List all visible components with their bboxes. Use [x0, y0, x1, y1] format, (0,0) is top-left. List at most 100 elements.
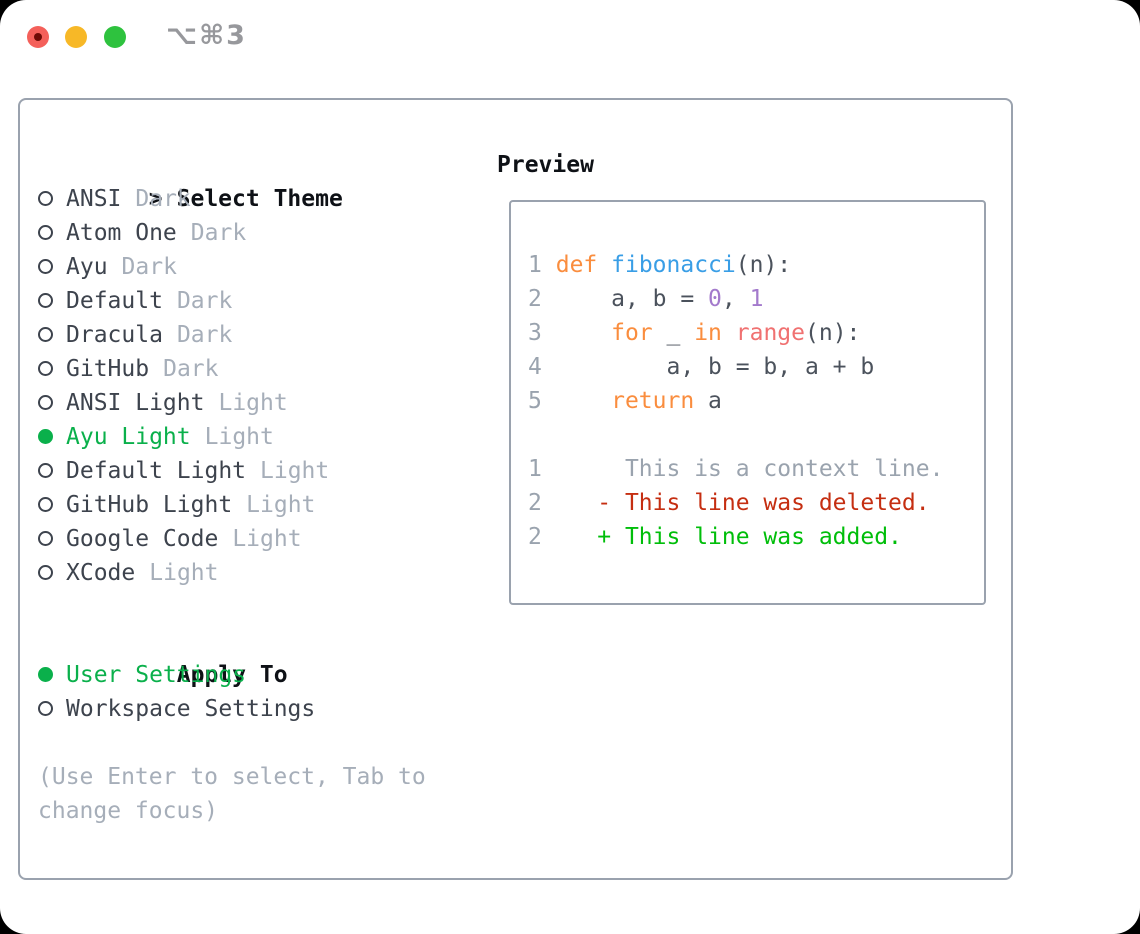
theme-option-dracula-dark[interactable]: Dracula Dark — [38, 318, 426, 352]
theme-option-xcode-light[interactable]: XCode Light — [38, 556, 426, 590]
theme-option-github-light-light[interactable]: GitHub Light Light — [38, 488, 426, 522]
code-line: 1 This is a context line. — [528, 452, 943, 486]
theme-name: Default — [66, 288, 163, 314]
theme-name: XCode — [66, 560, 136, 586]
radio-circle-icon — [38, 191, 53, 206]
theme-variant: Dark — [190, 220, 247, 246]
theme-name: Default Light — [66, 458, 247, 484]
code-token: , — [721, 286, 750, 312]
theme-name: ANSI — [66, 186, 122, 212]
theme-name: Atom One — [66, 220, 177, 246]
apply-option-label: Workspace Settings — [66, 696, 316, 722]
select-theme-label: Select Theme — [176, 186, 343, 212]
theme-variant: Dark — [176, 288, 233, 314]
theme-name: GitHub Light — [66, 492, 233, 518]
theme-option-google-code-light[interactable]: Google Code Light — [38, 522, 426, 556]
code-token: (n): — [735, 252, 792, 278]
code-line: 2 a, b = 0, 1 — [528, 282, 943, 316]
code-token: 1 — [749, 286, 764, 312]
line-number: 2 — [528, 286, 542, 312]
radio-circle-icon — [38, 701, 53, 716]
select-theme-header: > Select Theme — [38, 148, 426, 212]
theme-variant: Dark — [135, 186, 191, 212]
theme-name: Google Code — [66, 526, 219, 552]
code-token: a — [694, 388, 722, 414]
spacer — [38, 726, 426, 760]
theme-option-ayu-dark[interactable]: Ayu Dark — [38, 250, 426, 284]
minimize-button[interactable] — [65, 26, 87, 48]
theme-name: Dracula — [66, 322, 163, 348]
theme-variant: Dark — [176, 322, 233, 348]
code-token: range — [735, 320, 806, 346]
theme-option-default-dark[interactable]: Default Dark — [38, 284, 426, 318]
theme-variant: Dark — [121, 254, 177, 280]
code-token: a, b = — [555, 286, 709, 312]
radio-circle-icon — [38, 497, 53, 512]
window-title: ⌥⌘3 — [166, 20, 247, 51]
radio-circle-icon — [38, 429, 53, 444]
radio-circle-icon — [38, 395, 53, 410]
theme-variant: Light — [232, 526, 302, 552]
theme-option-ansi-dark[interactable]: ANSI Dark — [38, 182, 426, 216]
line-number: 1 — [528, 252, 542, 278]
code-line: 5 return a — [528, 384, 943, 418]
radio-circle-icon — [38, 531, 53, 546]
code-line: 2 - This line was deleted. — [528, 486, 943, 520]
radio-circle-icon — [38, 225, 53, 240]
code-token: + This line was added. — [555, 524, 902, 550]
code-line: 4 a, b = b, a + b — [528, 350, 943, 384]
zoom-button[interactable] — [104, 26, 126, 48]
line-number: 2 — [528, 490, 542, 516]
close-button[interactable] — [27, 26, 49, 48]
theme-variant: Light — [149, 560, 219, 586]
theme-variant: Light — [204, 424, 274, 450]
line-number: 5 — [528, 388, 542, 414]
theme-variant: Light — [260, 458, 330, 484]
spacer — [38, 590, 426, 624]
prompt-caret-icon: > — [148, 186, 163, 212]
theme-option-ansi-light-light[interactable]: ANSI Light Light — [38, 386, 426, 420]
preview-label: Preview — [497, 152, 594, 178]
radio-circle-icon — [38, 463, 53, 478]
code-token: 0 — [708, 286, 722, 312]
line-number: 1 — [528, 456, 542, 482]
theme-name: ANSI Light — [66, 390, 205, 416]
line-number: 3 — [528, 320, 542, 346]
code-token — [722, 320, 736, 346]
apply-option-user-settings[interactable]: User Settings — [38, 658, 426, 692]
theme-name: Ayu — [66, 254, 108, 280]
theme-variant: Light — [218, 390, 288, 416]
code-token: for — [611, 320, 653, 346]
code-token: (n): — [805, 320, 861, 346]
hint-line-2: change focus) — [38, 798, 219, 824]
code-token: - This line was deleted. — [555, 490, 930, 516]
code-token: return — [611, 388, 695, 414]
line-number: 2 — [528, 524, 542, 550]
theme-option-atom-one-dark[interactable]: Atom One Dark — [38, 216, 426, 250]
code-token: in — [694, 320, 722, 346]
code-token: This is a context line. — [555, 456, 944, 482]
code-line: 2 + This line was added. — [528, 520, 943, 554]
theme-name: GitHub — [66, 356, 150, 382]
unsaved-dot-icon — [34, 33, 42, 41]
apply-option-workspace-settings[interactable]: Workspace Settings — [38, 692, 426, 726]
theme-option-default-light-light[interactable]: Default Light Light — [38, 454, 426, 488]
code-token — [556, 320, 611, 346]
theme-variant: Light — [246, 492, 316, 518]
line-number: 4 — [528, 354, 542, 380]
code-line: 1 def fibonacci(n): — [528, 248, 943, 282]
hint-line-1: (Use Enter to select, Tab to — [38, 764, 426, 790]
apply-option-label: User Settings — [66, 662, 247, 688]
radio-circle-icon — [38, 327, 53, 342]
radio-circle-icon — [38, 259, 53, 274]
radio-circle-icon — [38, 293, 53, 308]
code-line — [528, 418, 943, 452]
